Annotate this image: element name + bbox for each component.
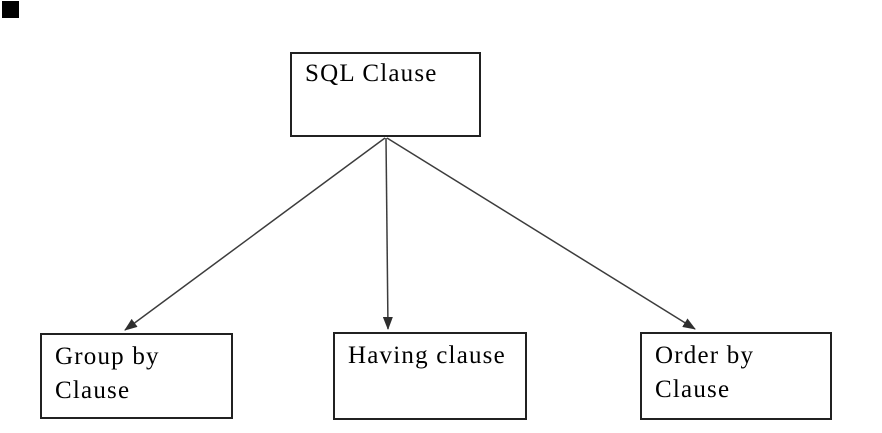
node-having-clause: Having clause	[333, 332, 527, 420]
node-sql-clause: SQL Clause	[290, 52, 481, 137]
arrow-to-order-by	[386, 137, 696, 330]
corner-mark	[2, 1, 19, 18]
node-group-by-clause: Group by Clause	[40, 333, 233, 419]
arrow-to-having	[382, 137, 393, 330]
node-order-by-clause: Order by Clause	[640, 332, 832, 420]
arrow-to-group-by	[124, 137, 386, 331]
